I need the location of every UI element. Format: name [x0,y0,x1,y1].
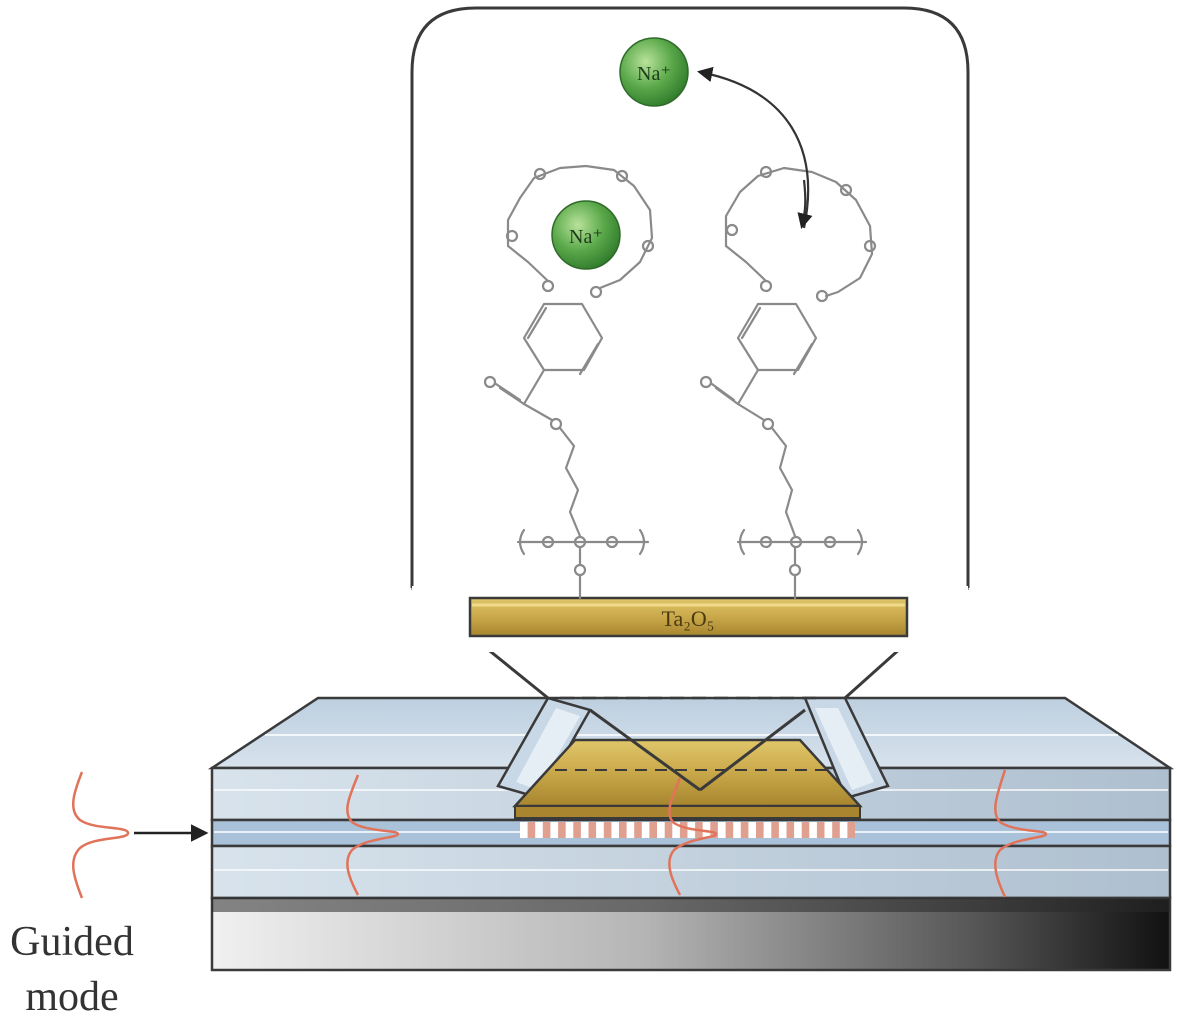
bound-ion-label: Na⁺ [569,226,603,248]
crown-ether-molecule-empty [699,165,877,600]
mode-profile-2 [668,777,718,896]
free-ion-label: Na⁺ [637,63,671,85]
grating-tooth [634,822,642,838]
guided-mode-label-line1: Guided [10,919,134,965]
sodium-ion-sphere-icon: Na⁺ [551,200,621,270]
ta2o5-sensing-film [512,738,863,808]
grating-tooth [649,822,657,838]
crown-ether-molecule-bound [483,164,655,600]
grating-tooth [771,822,779,838]
grating-coupler [520,822,855,838]
guided-mode-profiles [346,769,1048,898]
curved-arrow-icon [696,66,810,229]
grating-tooth [801,822,810,838]
grating-tooth [725,822,734,838]
input-mode-profile [72,771,130,899]
callout-frame [410,6,970,588]
grating-tooth [679,822,688,838]
grating-tooth [558,822,566,838]
waveguide-chip [207,696,1175,972]
grating-tooth [740,822,749,838]
magnified-callout: Ta₂O₅ [410,6,970,792]
grating-tooth [786,822,795,838]
sodium-ion-sphere-icon: Na⁺ [619,37,689,107]
mode-profile-3 [994,769,1048,898]
grating-tooth [710,822,718,838]
ta2o5-label: Ta₂O₅ [662,606,715,631]
grating-tooth [664,822,673,838]
grating-tooth [619,822,627,838]
guided-mode-label-line2: mode [25,974,118,1020]
grating-tooth [832,822,840,838]
grating-tooth [756,822,764,838]
grating-tooth [588,822,597,838]
grating-tooth [573,822,581,838]
grating-tooth [603,822,612,838]
grating-tooth [542,822,551,838]
grating-tooth [527,822,536,838]
mode-profile-1 [346,774,400,896]
grating-tooth [847,822,855,838]
grating-tooth [816,822,825,838]
lower-cladding-layer [210,844,1172,900]
